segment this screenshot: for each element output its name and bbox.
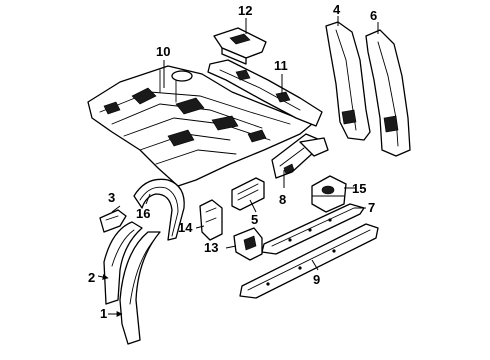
callout-10: 10	[156, 44, 170, 59]
floor-pan-part	[87, 65, 313, 187]
callout-15: 15	[352, 181, 366, 196]
bracket-3-part	[99, 209, 127, 233]
bracket-12-part	[213, 27, 267, 65]
mount-15-part	[311, 175, 347, 213]
callout-labels: 1 2 3 4 5 6 7 8 9 10 11 12 13 14 15 16	[88, 2, 377, 321]
bracket-13-part	[233, 227, 263, 261]
callout-12: 12	[238, 3, 252, 18]
quarter-outer-1-part	[119, 231, 161, 345]
callout-9: 9	[313, 272, 320, 287]
leader-lines	[97, 16, 379, 317]
bracket-14-part	[199, 199, 223, 241]
callout-4: 4	[333, 2, 341, 17]
callout-5: 5	[251, 212, 258, 227]
callout-16: 16	[136, 206, 150, 221]
gusset-5-part	[231, 177, 265, 211]
rocker-9-part	[239, 223, 379, 299]
callout-8: 8	[279, 192, 286, 207]
quarter-inner-2-part	[103, 221, 143, 305]
pillar-4-part	[325, 21, 371, 141]
pillar-6-part	[365, 29, 411, 157]
callout-1: 1	[100, 306, 107, 321]
callout-13: 13	[204, 240, 218, 255]
bracket-8-part	[271, 133, 329, 179]
callout-2: 2	[88, 270, 95, 285]
callout-14: 14	[178, 220, 193, 235]
callout-3: 3	[108, 190, 115, 205]
crossmember-11-part	[207, 59, 323, 127]
callout-6: 6	[370, 8, 377, 23]
callout-7: 7	[368, 200, 375, 215]
wheelhouse-16-part	[133, 178, 185, 241]
callout-11: 11	[274, 58, 288, 73]
